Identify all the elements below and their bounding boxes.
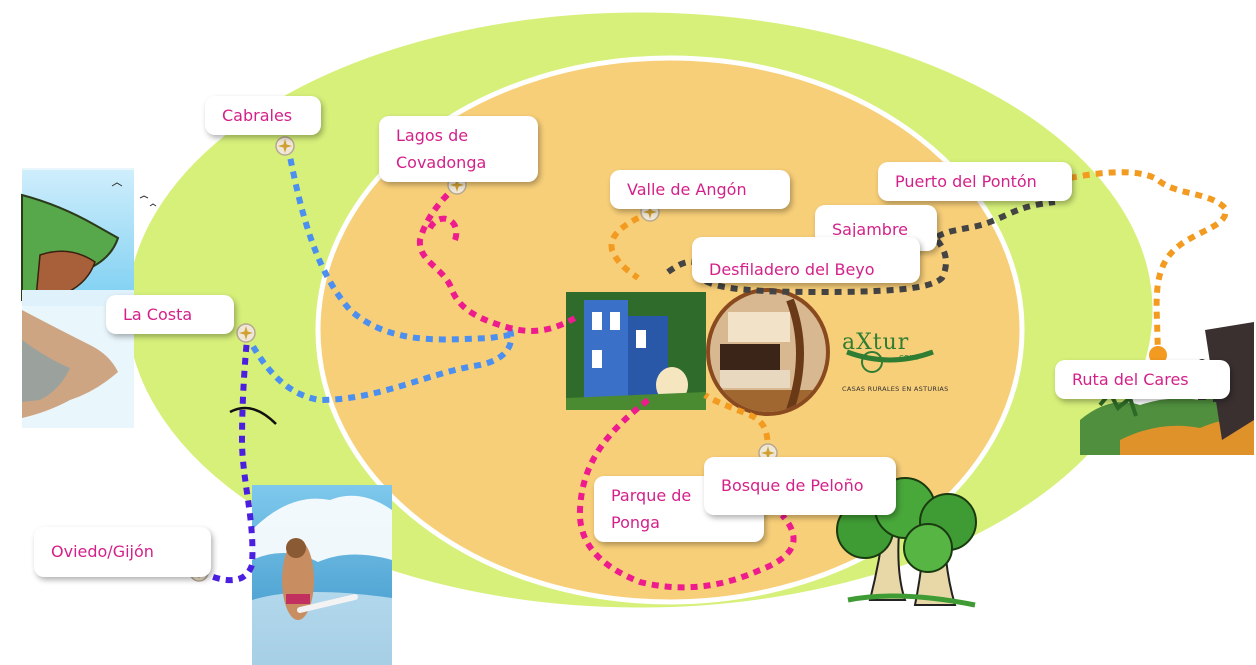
house-photo xyxy=(566,292,706,410)
label-oviedo-gijon[interactable]: Oviedo/Gijón xyxy=(34,527,211,577)
compass-icon xyxy=(275,136,295,156)
route-cares xyxy=(1069,169,1229,356)
logo-tagline: CASAS RURALES EN ASTURIAS xyxy=(842,385,949,393)
route-crossing-mark xyxy=(229,406,277,425)
label-cabrales-text: Cabrales xyxy=(222,106,293,125)
label-lagos-covadonga[interactable]: Lagos de Covadonga xyxy=(379,116,538,182)
label-sajambre-text: Sajambre xyxy=(832,220,909,239)
route-pelono xyxy=(703,392,771,454)
label-ruta-cares[interactable]: Ruta del Cares xyxy=(1055,360,1230,399)
cares-endpoint xyxy=(1149,346,1167,364)
route-lagos-loop xyxy=(427,215,460,241)
axtur-logo[interactable]: aXtur .com CASAS RURALES EN ASTURIAS xyxy=(840,330,948,400)
route-costa xyxy=(244,329,515,404)
route-oviedo xyxy=(199,339,256,584)
label-valle-angon-text: Valle de Angón xyxy=(627,180,747,199)
logo-domain: .com xyxy=(896,353,919,363)
label-bosque-pelono-text: Bosque de Peloño xyxy=(721,476,864,495)
label-bosque-pelono[interactable]: Bosque de Peloño xyxy=(704,457,896,515)
logo-emblem xyxy=(846,349,934,373)
route-lagos xyxy=(416,183,577,334)
surfer-photo xyxy=(252,485,392,665)
label-puerto-ponton-text: Puerto del Pontón xyxy=(895,172,1037,191)
label-oviedo-gijon-text: Oviedo/Gijón xyxy=(51,542,154,561)
label-lagos-covadonga-text: Lagos de Covadonga xyxy=(396,126,487,172)
label-la-costa-text: La Costa xyxy=(123,305,193,324)
compass-icon xyxy=(236,323,256,343)
label-puerto-ponton[interactable]: Puerto del Pontón xyxy=(878,162,1072,201)
label-valle-angon[interactable]: Valle de Angón xyxy=(610,170,790,209)
route-ponga xyxy=(576,397,797,591)
route-angon xyxy=(608,209,652,281)
room-photo xyxy=(706,288,830,416)
label-desfiladero-beyo[interactable]: Desfiladero del Beyo xyxy=(692,237,920,283)
label-la-costa[interactable]: La Costa xyxy=(106,295,234,334)
logo-brand: aXtur xyxy=(842,330,910,355)
label-desfiladero-beyo-text: Desfiladero del Beyo xyxy=(709,260,875,279)
label-ruta-cares-text: Ruta del Cares xyxy=(1072,370,1189,389)
label-cabrales[interactable]: Cabrales xyxy=(205,96,321,135)
label-ponga-text: Parque de Ponga xyxy=(611,486,692,532)
